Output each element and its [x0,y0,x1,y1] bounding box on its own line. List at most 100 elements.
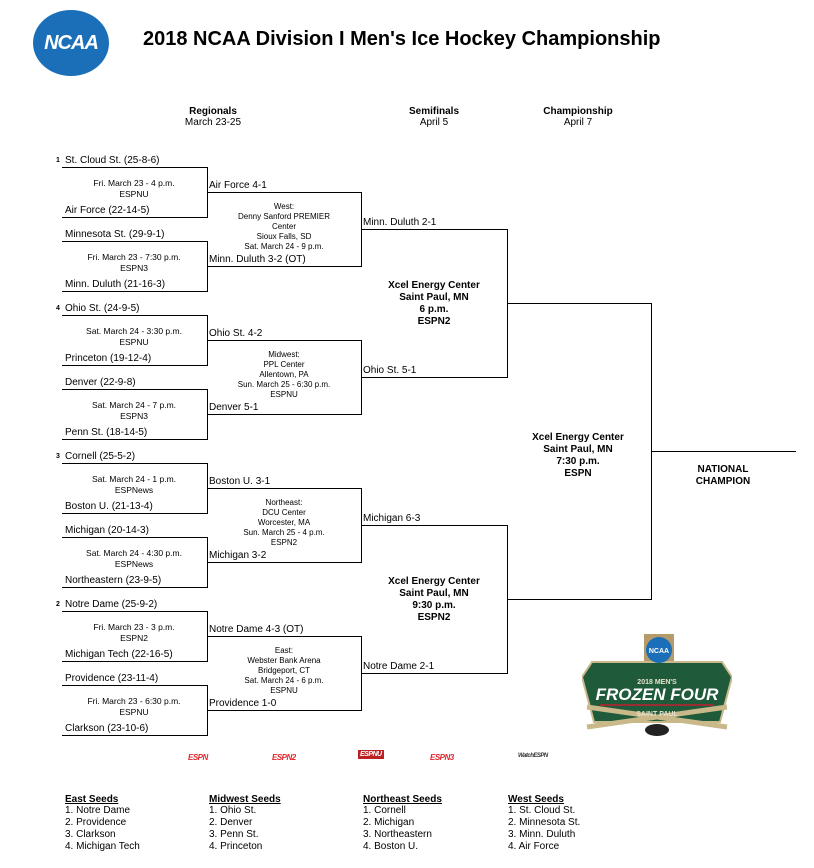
bracket-line [62,611,207,612]
team-name: Minnesota St. (29-9-1) [65,229,165,240]
regional-winner: Denver 5-1 [209,402,259,413]
team-name: Notre Dame (25-9-2) [65,599,158,610]
team-name: Cornell (25-5-2) [65,451,136,462]
game-info: Fri. March 23 - 4 p.m.ESPNU [64,178,204,200]
text-line: Sat. March 24 - 6 p.m. [244,676,324,685]
text-line: Sat. March 24 - 4:30 p.m. [86,548,182,558]
espn3-logo: ESPN3 [430,753,454,762]
regional-winner: Boston U. 3-1 [209,476,271,487]
bracket-line [62,365,207,366]
text-line: Saint Paul, MN [399,588,469,599]
seed-list-item: 1. Cornell [363,805,406,816]
seed-list-title: Midwest Seeds [209,794,281,805]
regional-winner: Ohio St. 4-2 [209,328,263,339]
team-name: Air Force (22-14-5) [65,205,150,216]
text-line: Midwest: [268,350,300,359]
seed-list-item: 2. Minnesota St. [508,817,581,828]
team-name: Michigan Tech (22-16-5) [65,649,173,660]
team-name: Penn St. (18-14-5) [65,427,148,438]
bracket-line [207,562,361,563]
seed-number: 2 [56,601,60,608]
bracket-line [207,414,361,415]
page-title: 2018 NCAA Division I Men's Ice Hockey Ch… [143,28,661,50]
bracket-line [62,291,207,292]
bracket-line [62,587,207,588]
bracket-line [651,451,796,452]
seed-list-item: 2. Denver [209,817,253,828]
text-line: 6 p.m. [419,304,449,315]
bracket-line [507,303,651,304]
round-name: Regionals [189,106,237,117]
game-info: Fri. March 23 - 3 p.m.ESPN2 [64,622,204,644]
seed-number: 4 [56,305,60,312]
espnu-logo: ESPNU [358,750,384,759]
regional-champion: Michigan 6-3 [363,513,421,524]
bracket-line [207,192,361,193]
game-info: Sat. March 24 - 4:30 p.m.ESPNews [64,548,204,570]
bracket-line [207,488,361,489]
text-line: Worcester, MA [257,518,311,527]
text-line: 7:30 p.m. [556,456,600,467]
bracket-line [62,315,207,316]
seed-list-title: Northeast Seeds [363,794,442,805]
seed-list-item: 1. Notre Dame [65,805,131,816]
bracket-line [507,599,651,600]
text-line: Webster Bank Arena [247,656,321,665]
seed-list-item: 4. Air Force [508,841,560,852]
game-info: Sat. March 24 - 3:30 p.m.ESPNU [64,326,204,348]
text-line: Sat. March 24 - 1 p.m. [91,474,177,484]
regional-champion: Notre Dame 2-1 [363,661,435,672]
text-line: ESPNU [119,189,149,199]
text-line: Bridgeport, CT [257,666,311,675]
bracket-line [207,340,361,341]
regional-winner: Minn. Duluth 3-2 (OT) [209,254,306,265]
regional-winner: Notre Dame 4-3 (OT) [209,624,304,635]
bracket-line [361,673,507,674]
bracket-line [62,241,207,242]
game-info: Sat. March 24 - 1 p.m.ESPNews [64,474,204,496]
seed-list-item: 3. Minn. Duluth [508,829,576,840]
seed-list-item: 4. Boston U. [363,841,419,852]
seed-list-item: 2. Michigan [363,817,415,828]
text-line: Fri. March 23 - 4 p.m. [93,178,175,188]
bracket-line [62,735,207,736]
seed-list-item: 3. Northeastern [363,829,432,840]
bracket-line [207,636,361,637]
team-name: Ohio St. (24-9-5) [65,303,140,314]
round-name: Championship [543,106,613,117]
svg-text:2018 MEN'S: 2018 MEN'S [637,679,677,686]
text-line: ESPNU [270,390,298,399]
text-line: Sun. March 25 - 4 p.m. [243,528,325,537]
text-line: ESPNU [119,707,149,717]
text-line: Xcel Energy Center [388,576,480,587]
bracket-line [62,537,207,538]
text-line: Sat. March 24 - 3:30 p.m. [86,326,182,336]
text-line: NATIONAL [697,464,749,475]
text-line: West: [273,202,295,211]
text-line: 9:30 p.m. [412,600,456,611]
regional-winner: Providence 1-0 [209,698,277,709]
seed-list-item: 3. Clarkson [65,829,116,840]
text-line: East: [274,646,294,655]
regional-champion: Minn. Duluth 2-1 [363,217,437,228]
seed-list-item: 4. Princeton [209,841,263,852]
text-line: ESPN2 [270,538,298,547]
text-line: Fri. March 23 - 6:30 p.m. [87,696,181,706]
team-name: Providence (23-11-4) [65,673,159,684]
text-line: CHAMPION [695,476,751,487]
bracket-line [361,525,507,526]
svg-text:NCAA: NCAA [649,648,669,655]
team-name: Northeastern (23-9-5) [65,575,162,586]
bracket-line [62,463,207,464]
seed-number: 1 [56,157,60,164]
